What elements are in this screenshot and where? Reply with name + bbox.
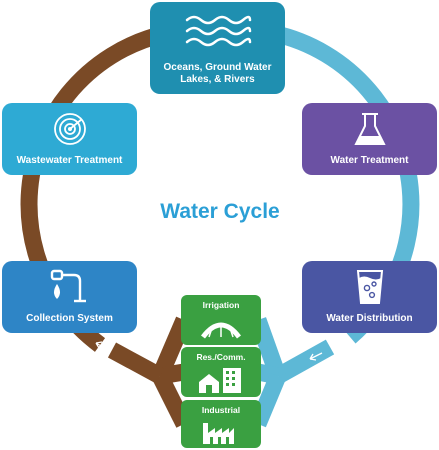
radar-icon: [53, 113, 86, 145]
industrial-box: Industrial: [181, 400, 261, 448]
arrow-icon: [39, 197, 47, 212]
flask-icon: [353, 113, 386, 145]
water-distribution-node: Water Distribution: [302, 261, 437, 333]
flow-arrows: [39, 62, 401, 361]
wastewater-treatment-node: Wastewater Treatment: [2, 103, 137, 175]
water-glass-icon: [356, 270, 383, 304]
water-treatment-label: Water Treatment: [330, 155, 409, 166]
arrow-icon: [299, 67, 313, 77]
collection-system-node: Collection System: [2, 261, 137, 333]
oceans-node: Oceans, Ground Water Lakes, & Rivers: [150, 2, 285, 94]
diagram-title: Water Cycle: [160, 200, 280, 223]
wastewater-treatment-label: Wastewater Treatment: [16, 155, 123, 166]
water-distribution-label: Water Distribution: [326, 313, 413, 324]
factory-icon: [203, 422, 234, 444]
arrow-icon: [119, 62, 133, 71]
collection-system-label: Collection System: [26, 313, 113, 324]
pipe-icon: [50, 269, 86, 303]
irrigation-box: Irrigation: [181, 295, 261, 345]
arrow-icon: [95, 341, 109, 351]
residential-commercial-box: Res./Comm.: [181, 347, 261, 397]
water-treatment-node: Water Treatment: [302, 103, 437, 175]
oceans-label: Oceans, Ground Water Lakes, & Rivers: [163, 62, 272, 85]
industrial-label: Industrial: [201, 405, 241, 415]
collection-fork: [107, 316, 192, 428]
waves-icon: [185, 15, 251, 47]
buildings-icon: [199, 367, 241, 393]
residential-commercial-label: Res./Comm.: [196, 352, 246, 362]
sprinkler-arc-icon: [201, 322, 241, 339]
irrigation-label: Irrigation: [202, 300, 240, 310]
arrow-icon: [309, 352, 323, 361]
distribution-fork: [249, 317, 335, 428]
arrow-icon: [393, 197, 401, 212]
